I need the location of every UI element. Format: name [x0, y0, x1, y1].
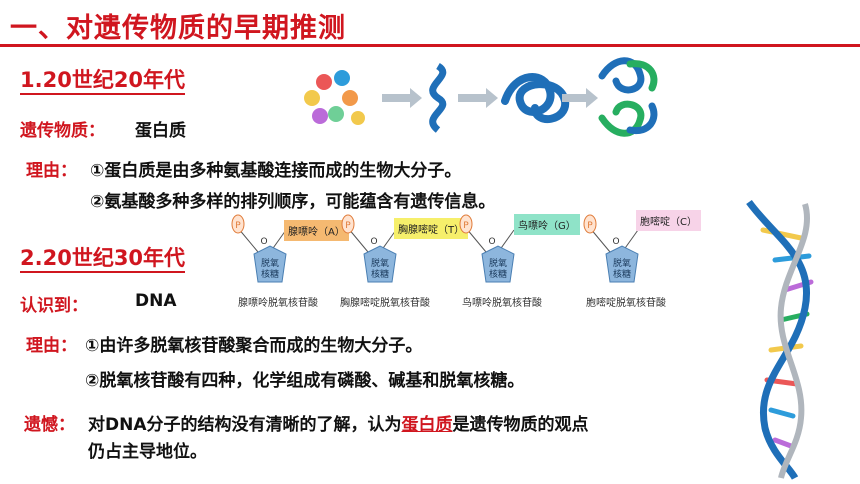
nucleotide-shape-icon: P O 脱氧 核糖 [231, 214, 287, 283]
nucleotide-diagram: P O 脱氧 核糖 胸腺嘧啶（T） 胸腺嘧啶脱氧核苷酸 [338, 210, 469, 320]
section2-label: 认识到： [20, 296, 88, 316]
nucleotide-sugar-text: 核糖 [261, 268, 279, 280]
nucleotide-shape-icon: P O 脱氧 核糖 [459, 214, 515, 283]
nucleotide-sugar-text: 脱氧 [613, 257, 631, 269]
dna-helix-icon [746, 199, 814, 480]
nucleotide-p-text: P [587, 221, 593, 231]
section1-reason-2: ②氨基酸多种多样的排列顺序，可能蕴含有遗传信息。 [90, 192, 496, 212]
section2-reason-2: ②脱氧核苷酸有四种，化学组成有磷酸、碱基和脱氧核糖。 [85, 371, 525, 391]
amino-acid-beads-icon [304, 70, 365, 125]
nucleotide-diagram: P O 脱氧 核糖 腺嘌呤（A） 腺嘌呤脱氧核苷酸 [228, 210, 349, 320]
section1-label: 遗传物质： [20, 121, 105, 141]
section2-value: DNA [135, 291, 177, 311]
section2-reason-1: ①由许多脱氧核苷酸聚合而成的生物大分子。 [85, 336, 423, 356]
arrow-icon [562, 88, 598, 108]
folded-chain-icon [501, 73, 570, 124]
nucleotide-sugar-text: 核糖 [371, 268, 389, 280]
page-title: 一、对遗传物质的早期推测 [10, 13, 346, 44]
nucleotide-shape-icon: P O 脱氧 核糖 [583, 214, 639, 283]
nucleotide-p-text: P [463, 221, 469, 231]
base-label: 胞嘧啶（C） [636, 210, 701, 231]
section1-reason-1: ①蛋白质是由多种氨基酸连接而成的生物大分子。 [90, 161, 462, 181]
section1-heading-text: 1.20世纪20年代 [20, 68, 186, 95]
nucleotide-shape-icon: P O 脱氧 核糖 [341, 214, 397, 283]
base-label: 腺嘌呤（A） [284, 220, 349, 241]
nucleotide-p-text: P [345, 221, 351, 231]
regret-label: 遗憾： [24, 415, 75, 435]
section1-reason-label: 理由： [26, 161, 77, 181]
nucleotide-name: 胸腺嘧啶脱氧核苷酸 [340, 298, 430, 309]
regret-line-1: 对DNA分子的结构没有清晰的了解，认为蛋白质是遗传物质的观点 [88, 410, 589, 435]
base-label: 鸟嘌呤（G） [514, 214, 580, 235]
regret-text-before: 对DNA分子的结构没有清晰的了解，认为 [88, 415, 402, 435]
section1-heading: 1.20世纪20年代 [20, 64, 186, 95]
section2-reason-label: 理由： [26, 336, 77, 356]
nucleotide-sugar-text: 脱氧 [371, 257, 389, 269]
nucleotide-name: 鸟嘌呤脱氧核苷酸 [462, 298, 542, 309]
nucleotide-p-text: P [235, 221, 241, 231]
quaternary-protein-icon [598, 57, 658, 137]
protein-folding-illustration [304, 57, 658, 137]
nucleotide-name: 胞嘧啶脱氧核苷酸 [586, 298, 666, 309]
section2-heading-text: 2.20世纪30年代 [20, 246, 186, 273]
nucleotide-diagram: P O 脱氧 核糖 鸟嘌呤（G） 鸟嘌呤脱氧核苷酸 [456, 210, 580, 320]
section1-value: 蛋白质 [135, 121, 186, 141]
nucleotide-o-text: O [260, 237, 267, 247]
regret-highlight: 蛋白质 [401, 415, 453, 435]
helix-icon [429, 62, 447, 133]
nucleotide-o-text: O [612, 237, 619, 247]
nucleotide-sugar-text: 脱氧 [261, 257, 279, 269]
nucleotide-sugar-text: 核糖 [613, 268, 631, 280]
nucleotide-o-text: O [488, 237, 495, 247]
nucleotide-o-text: O [370, 237, 377, 247]
nucleotide-diagram: P O 脱氧 核糖 胞嘧啶（C） 胞嘧啶脱氧核苷酸 [580, 210, 701, 320]
base-label: 胸腺嘧啶（T） [394, 218, 469, 239]
nucleotide-name: 腺嘌呤脱氧核苷酸 [238, 298, 318, 309]
regret-text-after: 是遗传物质的观点 [452, 415, 589, 435]
nucleotide-sugar-text: 核糖 [489, 268, 507, 280]
section2-heading: 2.20世纪30年代 [20, 242, 186, 273]
regret-line-2: 仍占主导地位。 [88, 442, 207, 462]
nucleotide-sugar-text: 脱氧 [489, 257, 507, 269]
arrow-icon [382, 88, 422, 108]
title-divider [0, 44, 860, 47]
arrow-icon [458, 88, 498, 108]
